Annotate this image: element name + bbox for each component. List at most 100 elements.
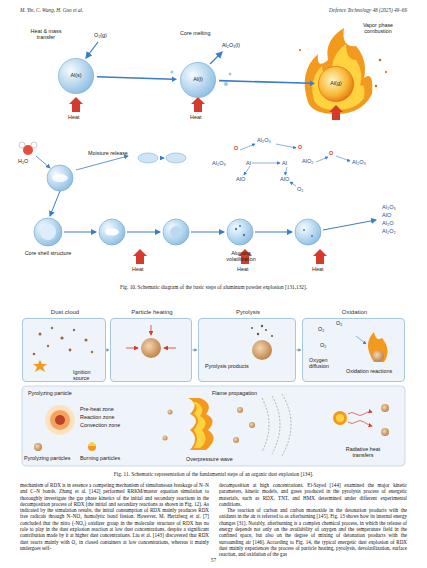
page-number: 57 (0, 557, 427, 563)
node-title: Al(l) (180, 76, 216, 82)
node-text: Pyrolysis products (205, 363, 249, 369)
heat-label: Heat (68, 114, 79, 120)
connector-line (106, 350, 108, 351)
stage-label: Core shell structure (22, 250, 74, 256)
flame (305, 28, 373, 114)
unburnt-particles (163, 407, 256, 443)
species-label: Al₂O₃ (212, 160, 226, 166)
flow-connector (219, 81, 315, 87)
species-label: O (298, 144, 302, 150)
moisture-arrow (36, 156, 50, 168)
process-label: Oxidation reactions (346, 368, 392, 374)
body-paragraph: decomposition at high concentrations. El… (219, 482, 407, 507)
connector-line (193, 350, 196, 351)
node-title: Oxidation (303, 309, 406, 316)
species-label: Al₂O₃(l) (222, 42, 240, 48)
pressure-arcs (262, 394, 291, 456)
alumina-lenses (138, 153, 186, 163)
stage-panel: Particle heating (110, 318, 192, 382)
running-header: M. Yin, C. Wang, H. Guo et al. (20, 8, 83, 14)
species-label: O₂ (336, 320, 342, 326)
species-label: O (329, 150, 333, 156)
species-label: O₂ (297, 186, 304, 192)
species-label: Al₂O₂ (382, 228, 396, 234)
species-label: Al₂O₃ (257, 137, 271, 143)
burning-particle: Al(g) (318, 66, 354, 102)
flow-connector (97, 76, 177, 82)
stage-label: Vapor phase combustion (356, 22, 400, 34)
species-label: H₂O (18, 158, 28, 164)
small-particles (34, 442, 96, 451)
zone-label: Reaction zone (80, 414, 114, 420)
particle-label: Burning particles (80, 455, 120, 461)
heat-label: Heat (190, 114, 201, 120)
text-column: decomposition at high concentrations. El… (219, 482, 407, 558)
heat-label: Heat (312, 266, 323, 272)
bottom-particles (34, 218, 321, 246)
stage-label: Radiative heat transfers (338, 446, 388, 458)
node-title: Al(s) (58, 72, 94, 78)
figure-caption: Fig. 11. Schematic representation of the… (20, 471, 407, 477)
species-label: Al₂O₃ (382, 204, 396, 210)
figure-caption: Fig. 10. Schematic diagram of the basic … (20, 284, 407, 290)
connector-line (97, 77, 173, 79)
zone-label: Pre-heat zone (80, 406, 114, 412)
node-text: Ignition source (73, 369, 105, 381)
species-label: O₂ (320, 342, 326, 348)
flame-front (188, 398, 214, 450)
flow-connector (193, 348, 198, 351)
circle-shape (318, 66, 353, 101)
connector-line (297, 350, 300, 351)
release-arrow (76, 156, 128, 170)
circle-shape (58, 58, 93, 93)
arrow-head (172, 76, 177, 82)
bottom-arrows (50, 191, 376, 232)
heat-label: Heat (237, 266, 248, 272)
heat-label: Heat (132, 266, 143, 272)
process-label: Moisture release (88, 150, 128, 156)
particle-circle: Al(l) (180, 62, 216, 98)
species-label: AlO₂ (302, 158, 314, 164)
species-label: Al₂O (382, 220, 394, 226)
particle-circle: Al(s) (58, 58, 94, 94)
propagation-panel (22, 386, 405, 466)
o2-arrow (86, 42, 98, 58)
stage-label: Overpressure wave (186, 456, 233, 462)
body-paragraph: mechanism of RDX is in essence a competi… (20, 482, 209, 551)
node-text: Oxygen diffusion (309, 357, 345, 369)
node-title: Al(g) (318, 80, 354, 86)
stage-panel: Dust cloudIgnition source (22, 318, 106, 382)
stage-label: Core melting (180, 30, 211, 36)
process-label: Heat & mass transfer (26, 28, 66, 40)
species-label: Al (246, 160, 251, 166)
species-label: O (234, 145, 238, 151)
species-label: O₂(g) (94, 32, 107, 38)
arrow-head (310, 81, 315, 87)
species-label: Al (282, 160, 287, 166)
running-header: Defence Technology 48 (2025) 49–66 (227, 8, 407, 14)
body-paragraph: The reaction of carbon and carbon monoxi… (219, 507, 407, 557)
circle-shape (180, 62, 215, 97)
zone-label: Convection zone (80, 422, 120, 428)
radiative-particles (333, 404, 389, 436)
node-title: Particle heating (111, 309, 193, 316)
reaction-network (240, 144, 350, 186)
species-label: AlO (382, 212, 391, 218)
water-molecule (19, 142, 37, 155)
heat-arrows (69, 97, 343, 264)
stage-label: Pyrolyzing particle (28, 390, 72, 396)
species-label: Al₂O₃ (352, 159, 366, 165)
species-label: AlO (236, 176, 245, 182)
stage-label: Alumina volatilization (216, 250, 266, 262)
particle-label: Pyrolyzing particles (24, 455, 70, 461)
connector-line (219, 81, 311, 84)
node-title: Dust cloud (23, 309, 107, 316)
zone-particle (45, 405, 75, 435)
stage-label: Flame propagation (212, 390, 257, 396)
species-label: AlO (280, 176, 289, 182)
flow-connector (297, 348, 302, 351)
node-title: Pyrolysis (199, 309, 297, 316)
stage-panel: PyrolysisPyrolysis products (198, 318, 296, 382)
core-shell-particle (47, 165, 73, 191)
